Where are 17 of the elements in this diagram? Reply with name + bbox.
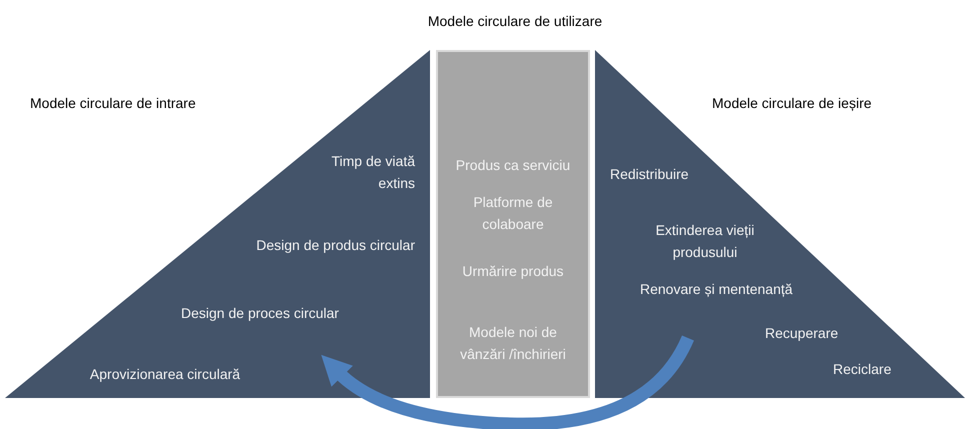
model-label: Redistribuire [610,165,690,184]
group-heading: Modele circulare de ieșire [712,94,873,113]
model-label: Produs ca serviciu [454,156,572,175]
model-label: Timp de viată extins [330,152,415,193]
group-heading: Modele circulare de utilizare [426,12,604,31]
model-label: Extinderea vieții produsului [654,221,756,262]
curved-arrow [320,335,694,429]
model-label: Modele noi de vânzări /închirieri [459,323,567,364]
model-label: Aprovizionarea circulară [88,365,242,384]
model-label: Reciclare [833,360,892,379]
model-label: Design de produs circular [255,236,415,255]
model-label: Recuperare [765,324,840,343]
group-heading: Modele circulare de intrare [30,94,197,113]
model-label: Design de proces circular [180,304,340,323]
model-label: Platforme de colaboare [472,193,554,234]
model-label: Urmărire produs [461,262,565,281]
model-label: Renovare și mentenanță [640,280,794,299]
